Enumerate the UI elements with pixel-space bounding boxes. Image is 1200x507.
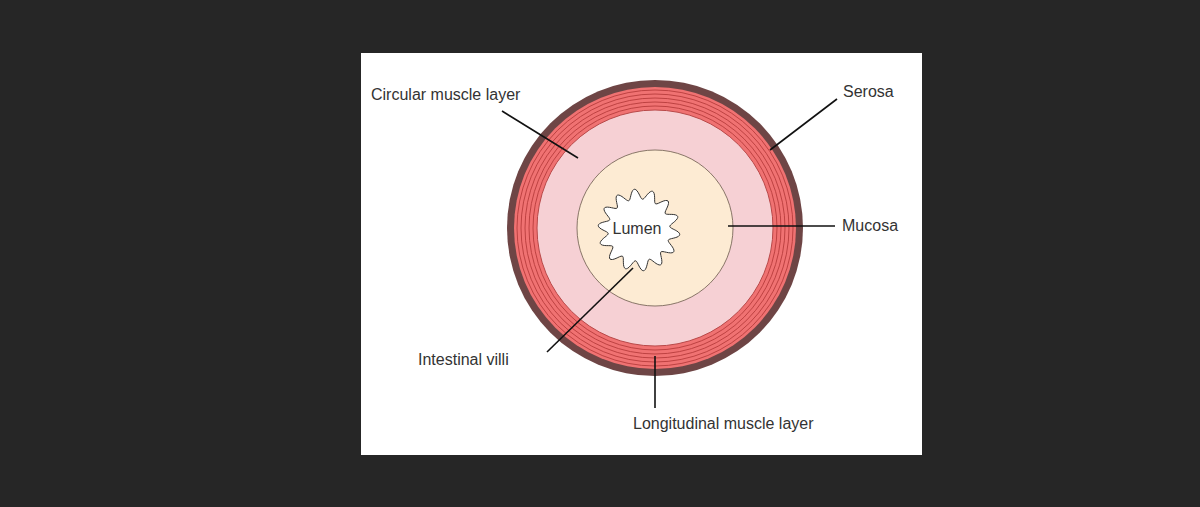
leader-line [770, 99, 837, 150]
region-label: Lumen [613, 219, 662, 238]
muscle-line [529, 102, 781, 354]
layer-label: Mucosa [842, 216, 898, 235]
leader-line [728, 225, 835, 227]
muscle-line [517, 90, 793, 366]
leader-line [654, 356, 656, 408]
lumen-villi-outline [598, 189, 680, 271]
layer-label: Serosa [843, 82, 894, 101]
layer-label: Circular muscle layer [371, 85, 520, 104]
longitudinal-muscle-ring [514, 87, 796, 369]
mucosa-ring [577, 150, 733, 306]
muscle-line [525, 98, 785, 358]
structure-label: Intestinal villi [418, 350, 509, 369]
leader-line [547, 268, 633, 352]
circular-muscle-ring [537, 110, 773, 346]
layer-label: Longitudinal muscle layer [633, 414, 814, 433]
leader-line [502, 111, 578, 158]
muscle-line [533, 106, 777, 350]
longitudinal-muscle-lines [517, 90, 793, 366]
muscle-line [521, 94, 789, 362]
serosa-ring [507, 80, 803, 376]
leader-lines [502, 99, 837, 408]
